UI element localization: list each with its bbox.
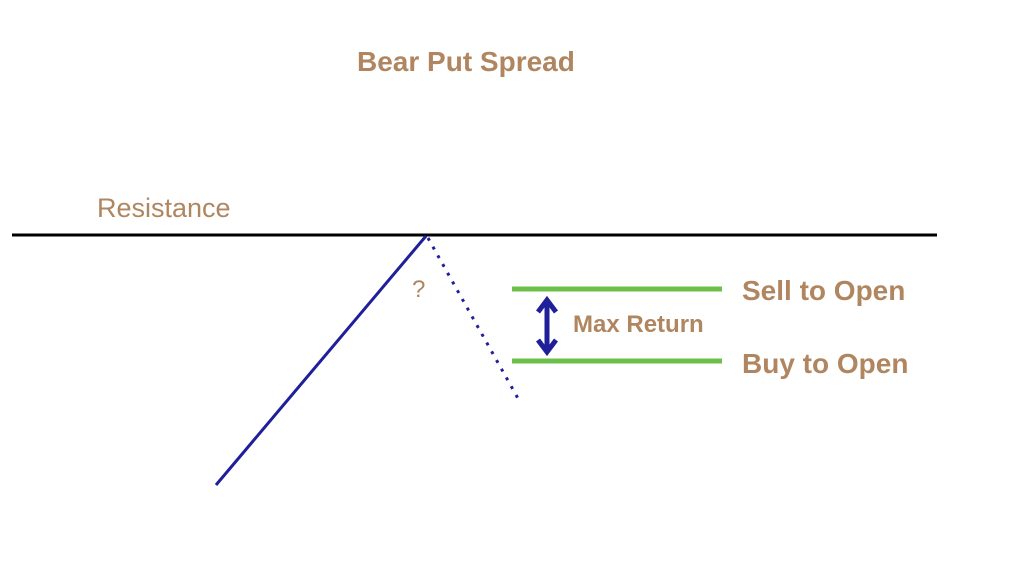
double-arrow-icon	[536, 295, 558, 357]
buy-to-open-label: Buy to Open	[742, 348, 909, 379]
sell-to-open-label: Sell to Open	[742, 275, 906, 306]
projected-down-line	[426, 237, 522, 403]
question-mark: ?	[412, 276, 426, 303]
diagram-title: Bear Put Spread	[357, 46, 575, 77]
price-up-line	[214, 235, 428, 486]
max-return-label: Max Return	[573, 311, 704, 338]
resistance-label: Resistance	[97, 193, 231, 223]
